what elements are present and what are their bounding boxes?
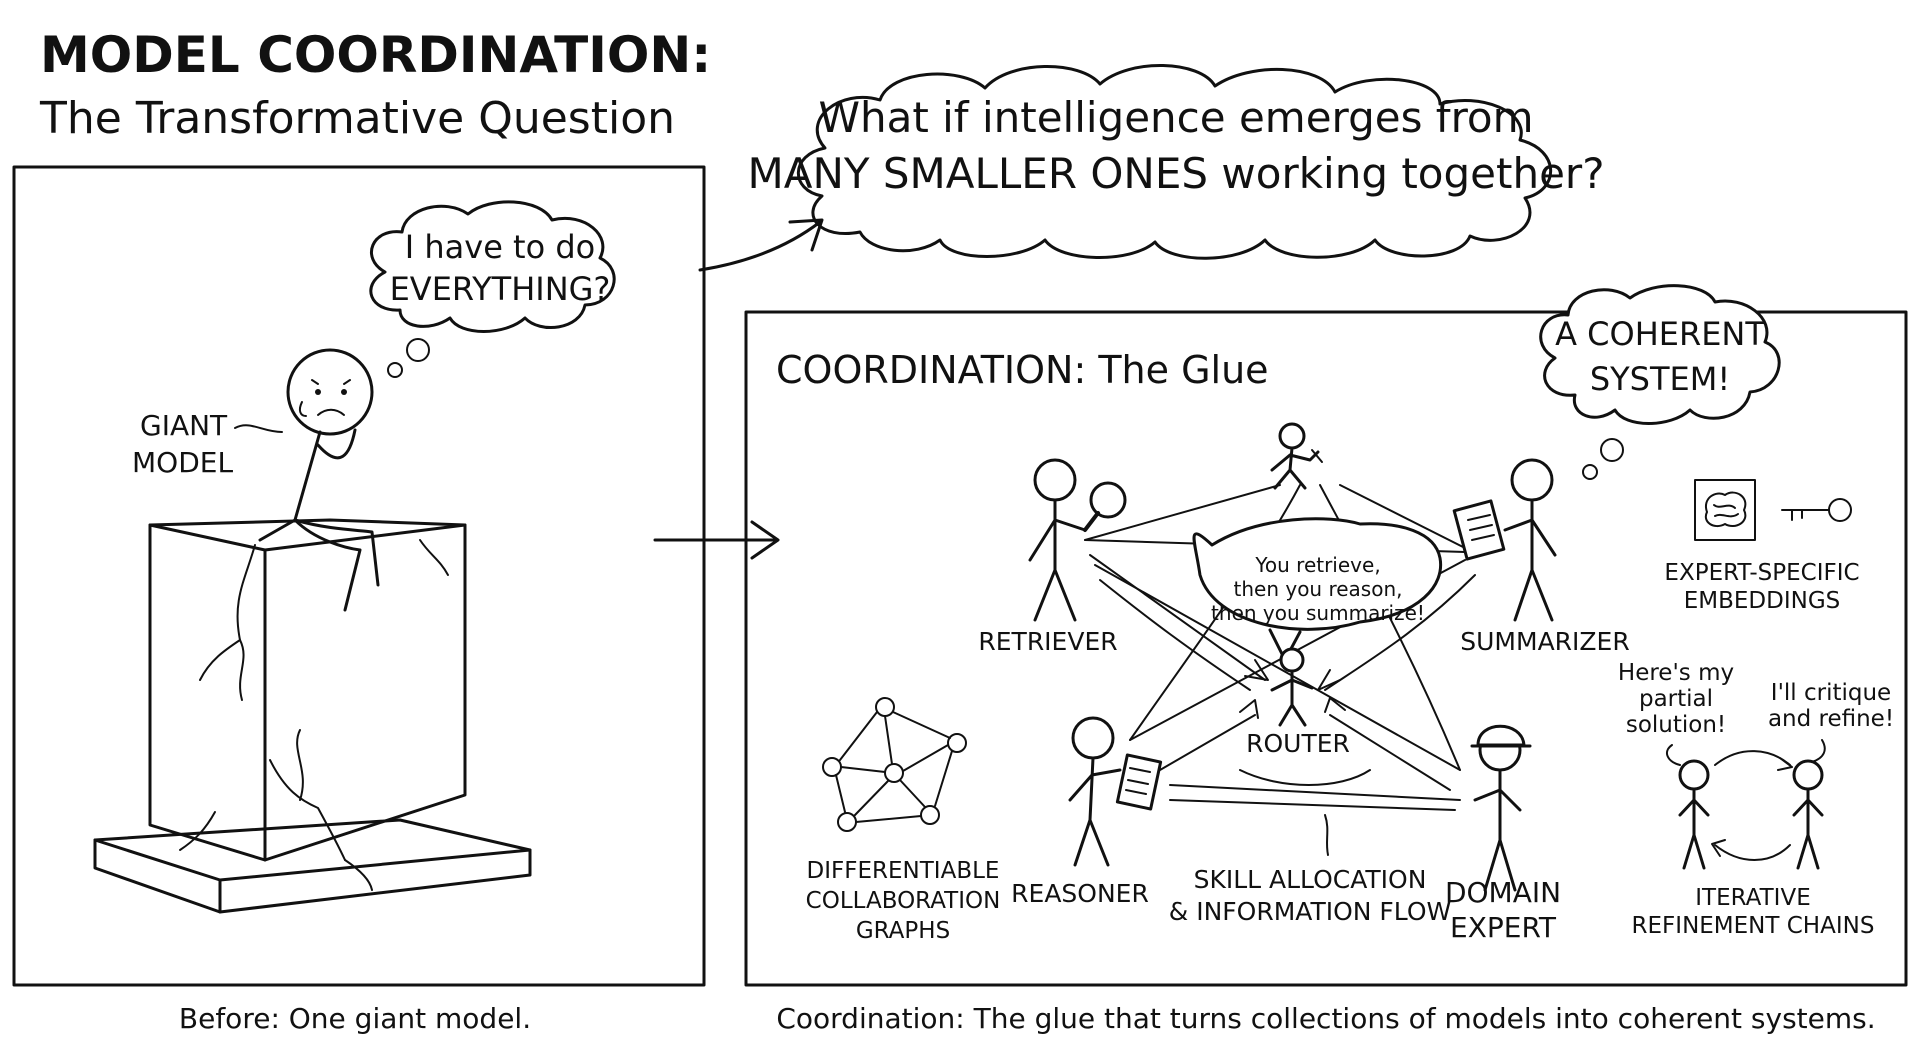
skill-label-1: SKILL ALLOCATION (1194, 865, 1427, 894)
giant-label-pointer (234, 424, 283, 433)
arrow-to-question (698, 220, 822, 272)
summarizer-label: SUMMARIZER (1460, 627, 1629, 656)
left-panel (12, 165, 706, 987)
giant-label-2: MODEL (132, 446, 233, 479)
reasoner-figure (1068, 716, 1163, 867)
graphs-label-3: GRAPHS (856, 918, 950, 944)
coherent-system-cloud: A COHERENT SYSTEM! (1539, 284, 1781, 480)
refinement-figures (1678, 750, 1824, 870)
critique-line-1: I'll critique (1771, 680, 1891, 706)
thought-bubble-dot-2 (387, 362, 403, 378)
arrow-to-question-head (788, 218, 824, 252)
router-figure (1270, 647, 1314, 727)
iterative-label-2: REFINEMENT CHAINS (1632, 913, 1875, 939)
giant-model-figure (258, 348, 380, 612)
magnifier-icon (1083, 481, 1127, 532)
thought-line-2: EVERYTHING? (390, 270, 611, 308)
domain-expert-label-2: EXPERT (1450, 911, 1557, 944)
embeddings-label-1: EXPERT-SPECIFIC (1664, 560, 1859, 586)
big-question-cloud: What if intelligence emerges from MANY S… (747, 64, 1605, 260)
router-bubble-line-2: then you reason, (1234, 577, 1403, 601)
left-caption: Before: One giant model. (179, 1002, 531, 1035)
domain-expert-label-1: DOMAIN (1445, 876, 1561, 909)
router-arrows (1239, 659, 1346, 719)
reasoner-label: REASONER (1011, 879, 1149, 908)
main-title: MODEL COORDINATION: (40, 26, 711, 84)
summarizer-figure (1452, 458, 1557, 622)
critique-line-2: and refine! (1768, 706, 1894, 732)
coherent-line-1: A COHERENT (1555, 315, 1765, 353)
embeddings-icons (1694, 479, 1852, 541)
thought-line-1: I have to do (405, 228, 595, 266)
collaboration-graph (822, 697, 967, 832)
partial-line-2: partial (1639, 686, 1713, 712)
skill-pointer (1324, 814, 1329, 856)
coherent-dot-2 (1582, 464, 1598, 480)
question-line-2: MANY SMALLER ONES working together? (747, 149, 1604, 198)
hard-hat-icon (1470, 724, 1532, 748)
subtitle: The Transformative Question (39, 93, 675, 144)
top-coordinator-figure (1270, 422, 1323, 490)
coherent-dot-1 (1600, 438, 1624, 462)
embeddings-label-2: EMBEDDINGS (1684, 588, 1841, 614)
stone-pedestal (93, 518, 532, 914)
giant-thought-cloud: I have to do EVERYTHING? (369, 200, 616, 378)
partial-line-3: solution! (1626, 712, 1726, 738)
router-bubble-line-3: then you summarize! (1211, 601, 1425, 625)
thought-bubble-dot-1 (406, 338, 430, 362)
partial-line-1: Here's my (1618, 660, 1734, 686)
arrow-to-coordination-head (750, 520, 780, 560)
key-icon (1781, 498, 1852, 522)
giant-label-1: GIANT (140, 409, 228, 442)
coordination-heading: COORDINATION: The Glue (776, 348, 1269, 392)
graphs-label-1: DIFFERENTIABLE (807, 858, 1000, 884)
right-panel (744, 310, 1908, 987)
graphs-label-2: COLLABORATION (806, 888, 1001, 914)
router-label: ROUTER (1246, 729, 1350, 758)
giant-head (286, 348, 374, 436)
skill-label-2: & INFORMATION FLOW (1169, 897, 1451, 926)
iterative-label-1: ITERATIVE (1695, 885, 1810, 911)
router-bubble-line-1: You retrieve, (1254, 553, 1380, 577)
right-caption: Coordination: The glue that turns collec… (776, 1002, 1875, 1035)
domain-expert-figure (1470, 724, 1532, 892)
question-line-1: What if intelligence emerges from (818, 93, 1533, 142)
retriever-label: RETRIEVER (978, 627, 1117, 656)
router-speech-bubble: You retrieve, then you reason, then you … (1192, 517, 1443, 662)
brain-icon (1704, 491, 1747, 528)
coherent-line-2: SYSTEM! (1590, 360, 1730, 398)
retriever-figure (1028, 458, 1127, 622)
notepad-icon (1452, 499, 1506, 561)
calculator-icon (1115, 753, 1163, 811)
